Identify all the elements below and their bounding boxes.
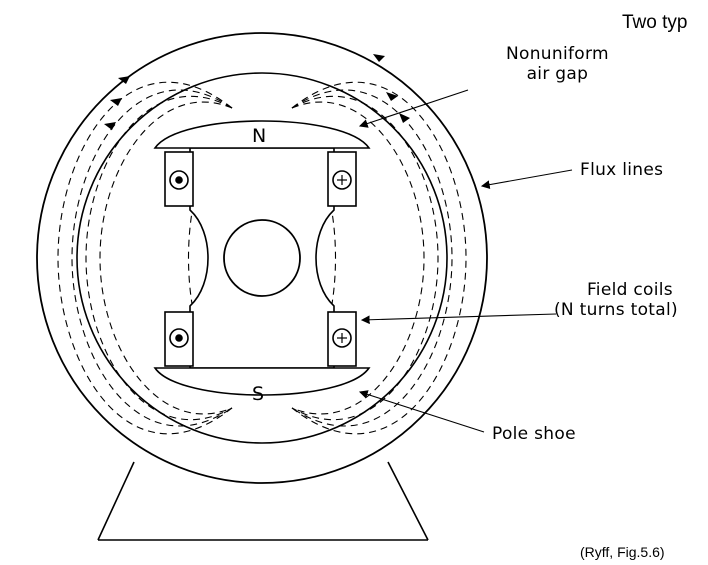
stator-frame-inner [76,72,448,444]
air-gap-label-line2: air gap [526,64,589,84]
flux-arrows [104,54,410,130]
field-coils-label: Field coils (N turns total) [554,280,678,320]
rotor-shaft [223,219,301,297]
field-coils-label-line1: Field coils [586,280,673,300]
field-coils-leader [360,313,557,325]
motor-base [97,461,429,541]
figure-credit: (Ryff, Fig.5.6) [580,544,665,560]
flux-lines-leader [480,169,573,189]
air-gap-label: Nonuniform air gap [506,44,609,84]
south-pole-shoe [153,367,371,396]
air-gap-label-line1: Nonuniform [506,44,609,64]
page-heading: Two typ [622,12,688,33]
north-pole-label: N [252,125,266,147]
current-direction-marks [175,175,347,343]
pole-shoe-leader [358,390,485,433]
pole-shoe-label: Pole shoe [492,424,576,444]
flux-lines-label: Flux lines [580,160,664,180]
air-gap-leader [358,89,469,128]
south-pole-label: S [252,383,264,405]
field-coils-label-line2: (N turns total) [554,300,678,320]
north-pole-shoe [153,120,371,149]
leader-lines [358,89,573,433]
